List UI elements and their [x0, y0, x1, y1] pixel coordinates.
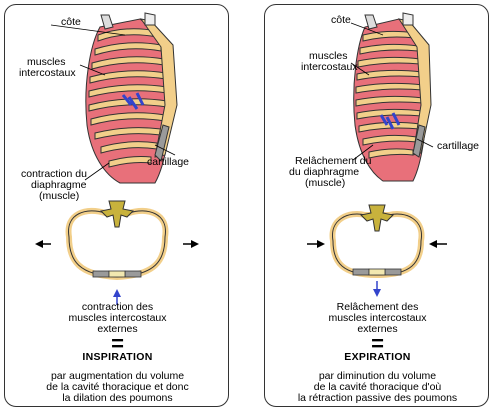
leader-lines	[350, 22, 434, 161]
equals-sign: =	[371, 331, 384, 356]
contraction-arrows	[307, 240, 447, 297]
desc-line3: la rétraction passive des poumons	[297, 392, 458, 404]
muscles-label-line2: intercostaux	[19, 67, 76, 79]
vertebra-icon	[99, 200, 135, 228]
expiration-title: EXPIRATION	[344, 351, 411, 363]
muscles-label-line2: intercostaux	[301, 61, 358, 73]
muscles-label-line1: muscles	[27, 56, 66, 68]
diaphragm-label-line1: Relâchement du	[295, 155, 372, 167]
inspiration-panel: côte muscles intercostaux cartillage con…	[4, 4, 229, 407]
diaphragm-label-line2: diaphragme	[31, 179, 87, 191]
expansion-arrows	[35, 240, 199, 305]
expiration-illustration	[307, 12, 447, 297]
caption-line1: Relâchement des	[336, 301, 419, 313]
caption-line3: externes	[97, 323, 138, 335]
diaphragm-label-line1: contraction du	[21, 168, 87, 180]
cote-label: côte	[61, 16, 81, 28]
caption-line1: contraction des	[81, 301, 154, 313]
diaphragm-label-line2: du diaphragme	[289, 166, 360, 178]
desc-line3: la dilation des poumons	[62, 392, 173, 404]
equals-sign: =	[111, 331, 124, 356]
diaphragm-label-line3: (muscle)	[39, 190, 80, 202]
leader-lines	[50, 24, 176, 181]
cartilage-label: cartillage	[147, 156, 190, 168]
thorax-cross-section	[65, 200, 169, 281]
caption-line3: externes	[357, 323, 398, 335]
caption-line2: muscles intercostaux	[328, 312, 427, 324]
muscles-label-line1: muscles	[309, 50, 348, 62]
thorax-cross-section	[329, 204, 425, 279]
cartilage-label: cartillage	[437, 140, 480, 152]
cote-label: côte	[331, 14, 351, 26]
inspiration-illustration	[35, 12, 199, 305]
rib-cage	[353, 12, 432, 182]
desc-line1: par diminution du volume	[318, 370, 437, 382]
caption-line2: muscles intercostaux	[68, 312, 167, 324]
desc-line2: de la cavité thoracique d'où	[313, 381, 442, 393]
expiration-panel: côte muscles intercostaux cartillage Rel…	[264, 4, 489, 407]
rib-cage	[85, 12, 178, 184]
desc-line1: par augmentation du volume	[50, 370, 185, 382]
inspiration-title: INSPIRATION	[82, 351, 153, 363]
diaphragm-label-line3: (muscle)	[305, 177, 346, 189]
vertebra-icon	[359, 204, 395, 232]
desc-line2: de la cavité thoracique et donc	[46, 381, 189, 393]
